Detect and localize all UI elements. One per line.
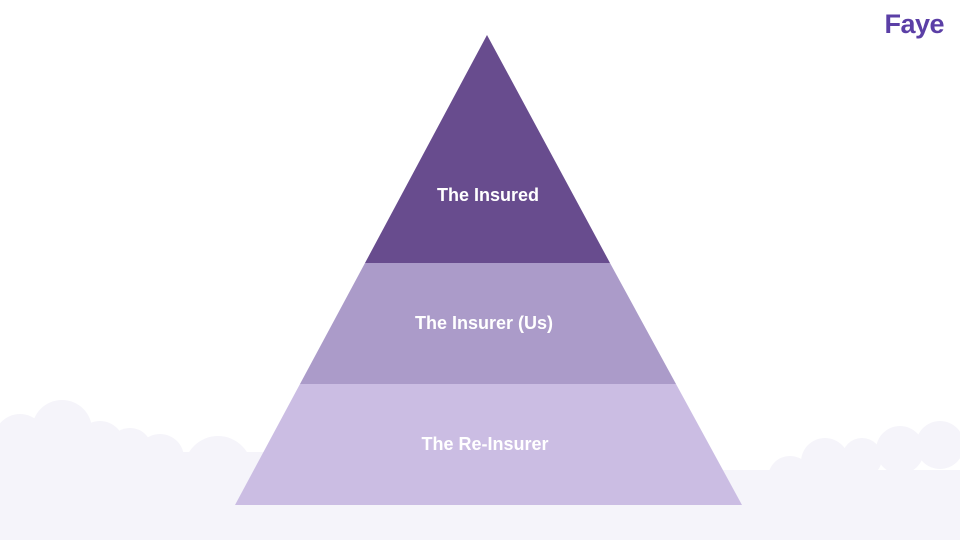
tier-reinsurer-label: The Re-Insurer — [421, 434, 548, 454]
tier-reinsurer-shape — [235, 384, 742, 505]
tier-insurer-label: The Insurer (Us) — [415, 313, 553, 333]
tier-insured-label: The Insured — [437, 185, 539, 205]
tier-insured-shape — [365, 35, 610, 263]
tier-insurer-shape — [300, 263, 676, 384]
faye-logo: Faye — [884, 9, 944, 39]
